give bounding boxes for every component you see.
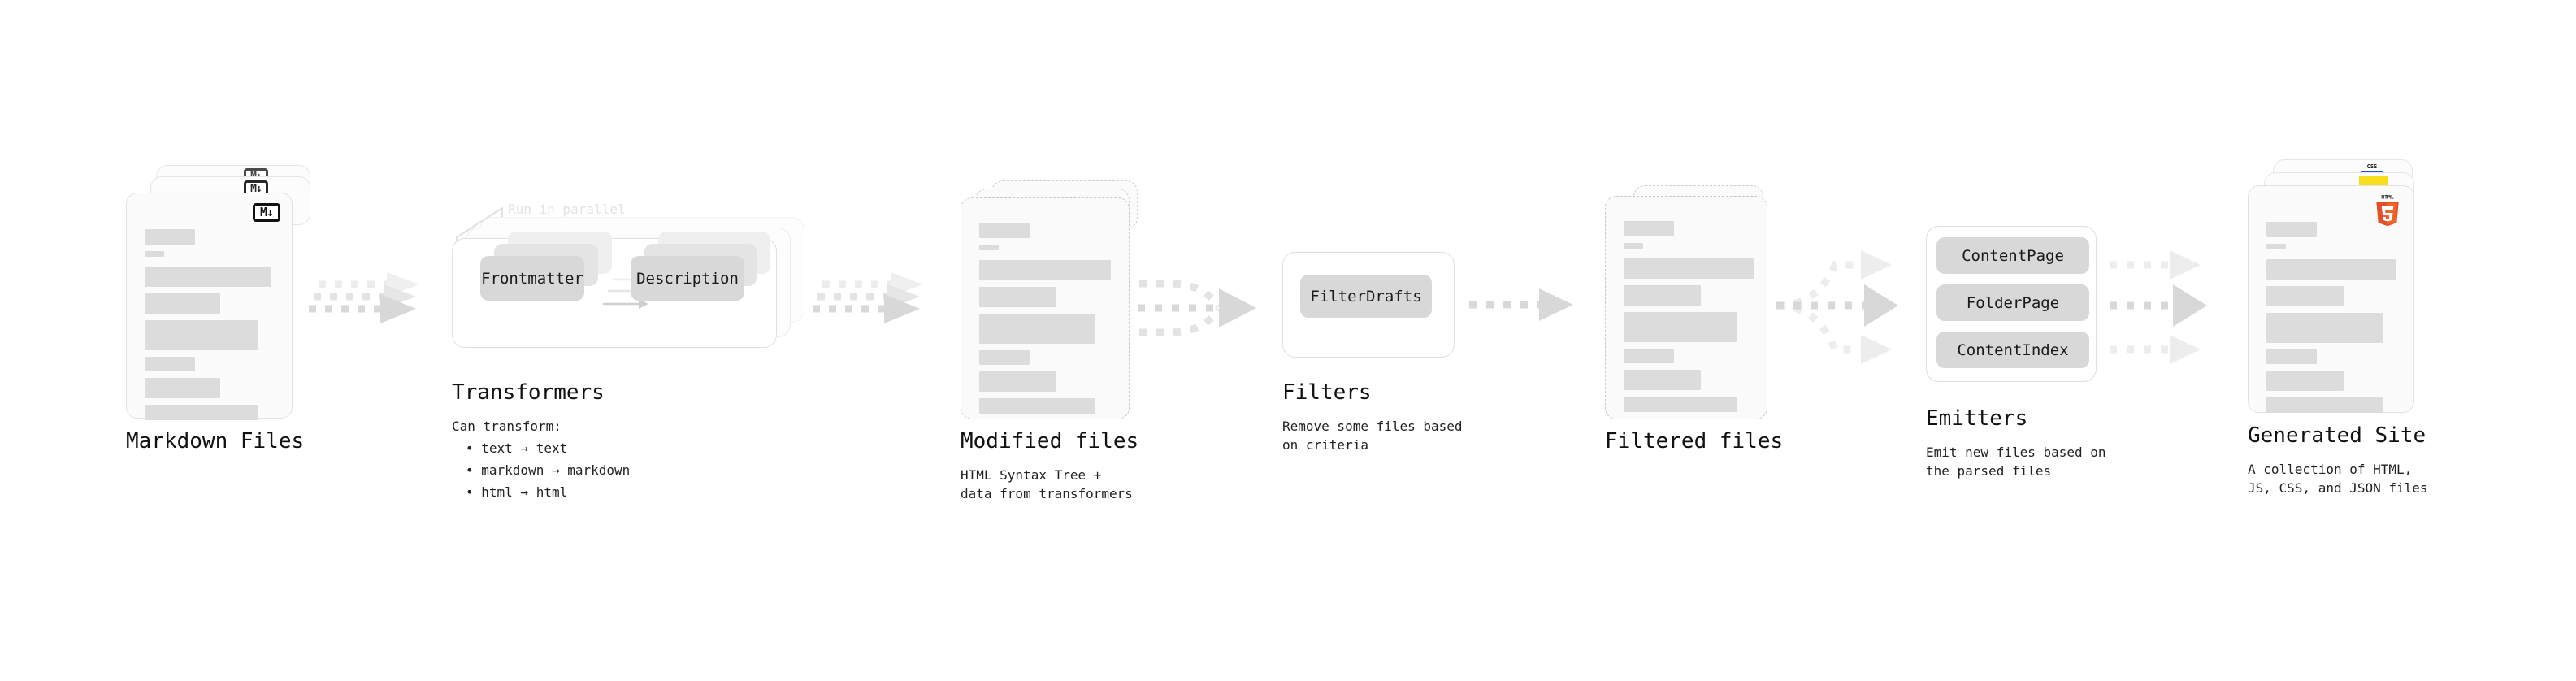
skeleton-line xyxy=(145,251,164,257)
skeleton-line xyxy=(2266,259,2396,280)
css3-icon-bar xyxy=(2361,171,2383,173)
stage-title-filters: Filters xyxy=(1282,380,1372,405)
transformers-bullet-1: • markdown → markdown xyxy=(466,462,631,478)
stage-title-transformers: Transformers xyxy=(452,380,605,405)
skeleton-line xyxy=(145,405,258,420)
skeleton-line xyxy=(979,245,999,250)
connector-emitters-to-site xyxy=(2110,250,2207,364)
skeleton-line xyxy=(145,293,220,314)
transformers-bullet-0: • text → text xyxy=(466,440,568,456)
markdown-icon-label: M↓ xyxy=(259,205,274,219)
html5-icon-wordmark: HTML xyxy=(2381,193,2394,200)
skeleton-line xyxy=(1624,370,1701,390)
skeleton-line xyxy=(979,350,1030,365)
html5-icon: HTML xyxy=(2376,193,2399,227)
emitters-pill-contentindex-label: ContentIndex xyxy=(1957,340,2069,359)
stage-desc-modified-files: HTML Syntax Tree + data from transformer… xyxy=(961,467,1133,502)
skeleton-line xyxy=(979,371,1056,392)
markdown-document-card: M↓ xyxy=(126,193,293,420)
skeleton-line xyxy=(2266,313,2383,343)
connector-transformers-to-modified xyxy=(813,272,923,323)
skeleton-line xyxy=(2266,222,2317,237)
skeleton-line xyxy=(1624,397,1737,412)
transformer-pill-description[interactable]: Description xyxy=(631,256,744,301)
transformer-pill-frontmatter[interactable]: Frontmatter xyxy=(480,256,584,301)
transformer-pill-description-label: Description xyxy=(636,269,739,288)
skeleton-line xyxy=(145,320,258,350)
skeleton-line xyxy=(145,357,195,371)
emitters-pill-folderpage-label: FolderPage xyxy=(1966,293,2060,312)
document-skeleton-lines xyxy=(979,223,1114,420)
skeleton-line xyxy=(979,314,1095,344)
skeleton-line xyxy=(1624,349,1674,363)
skeleton-line xyxy=(1624,285,1701,306)
connector-filters-to-filtered xyxy=(1469,288,1573,321)
skeleton-line xyxy=(2266,244,2286,249)
skeleton-line xyxy=(1624,312,1737,342)
skeleton-line xyxy=(145,267,271,287)
connector-markdown-to-transformers xyxy=(309,272,419,323)
transformers-bullet-2: • html → html xyxy=(466,484,568,500)
connector-filtered-to-emitters xyxy=(1776,250,1898,364)
connector-modified-to-filters xyxy=(1138,280,1256,336)
skeleton-line xyxy=(1624,221,1674,236)
markdown-icon: M↓ xyxy=(253,203,280,222)
skeleton-line xyxy=(145,378,220,398)
filters-pill-filterdrafts[interactable]: FilterDrafts xyxy=(1300,275,1432,318)
modified-document-card xyxy=(961,197,1130,419)
emitters-pill-contentindex[interactable]: ContentIndex xyxy=(1936,332,2089,368)
filtered-document-card xyxy=(1605,196,1767,419)
skeleton-line xyxy=(1624,258,1754,279)
skeleton-line xyxy=(979,260,1111,280)
skeleton-line xyxy=(2266,286,2344,306)
stage-title-filtered-files: Filtered files xyxy=(1605,429,1784,453)
document-skeleton-lines xyxy=(1624,221,1754,419)
stage-title-generated-site: Generated Site xyxy=(2248,423,2426,448)
skeleton-line xyxy=(2266,397,2383,413)
stage-desc-filters: Remove some files based on criteria xyxy=(1282,419,1463,453)
stage-desc-generated-site: A collection of HTML, JS, CSS, and JSON … xyxy=(2248,462,2428,497)
skeleton-line xyxy=(979,398,1095,414)
skeleton-line xyxy=(2266,349,2317,364)
css3-icon-label: CSS xyxy=(2366,163,2378,170)
emitters-pill-contentpage-label: ContentPage xyxy=(1962,246,2064,265)
css3-icon: CSS xyxy=(2361,161,2383,173)
emitters-pill-contentpage[interactable]: ContentPage xyxy=(1936,237,2089,274)
stage-desc-transformers: Can transform: xyxy=(452,419,562,434)
stage-desc-emitters: Emit new files based on the parsed files xyxy=(1926,445,2106,479)
stage-title-modified-files: Modified files xyxy=(961,429,1139,453)
stage-title-markdown-files: Markdown Files xyxy=(126,429,305,453)
filters-pill-filterdrafts-label: FilterDrafts xyxy=(1310,287,1422,306)
run-in-parallel-label: Run in parallel xyxy=(508,202,626,217)
skeleton-line xyxy=(979,223,1030,238)
document-skeleton-lines xyxy=(145,229,277,427)
skeleton-line xyxy=(2266,371,2344,391)
skeleton-line xyxy=(979,287,1056,307)
skeleton-line xyxy=(145,229,195,245)
skeleton-line xyxy=(1624,243,1643,249)
document-skeleton-lines xyxy=(2266,222,2399,419)
site-document-card: HTML xyxy=(2248,185,2414,413)
markdown-icon-label-mid: M↓ xyxy=(250,182,262,195)
stage-title-emitters: Emitters xyxy=(1926,406,2028,431)
emitters-pill-folderpage[interactable]: FolderPage xyxy=(1936,284,2089,321)
transformer-pill-frontmatter-label: Frontmatter xyxy=(481,269,583,288)
